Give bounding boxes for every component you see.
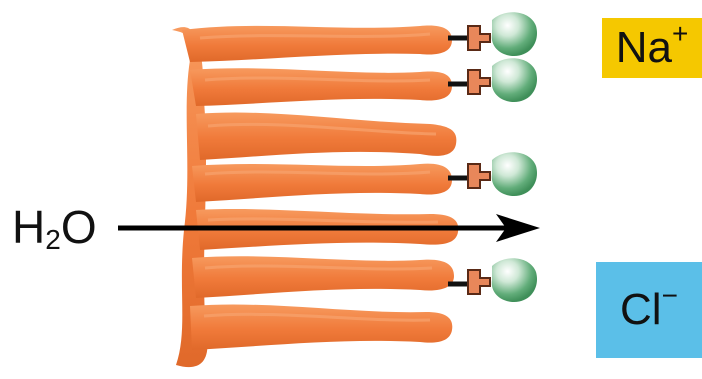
receptor-icon: [492, 152, 537, 196]
receptor-group-1: [448, 12, 537, 56]
receptor-icon: [492, 58, 537, 102]
sodium-label-sup: +: [672, 20, 688, 48]
chloride-label-sup: −: [662, 282, 678, 310]
receptor-icon: [492, 12, 537, 56]
sodium-label: Na+: [602, 18, 702, 78]
projection-3: [196, 113, 456, 160]
projection-4: [192, 164, 452, 202]
ion-channel-icon: [468, 70, 490, 94]
ion-channel-icon: [468, 164, 490, 188]
receptor-group-4: [448, 258, 537, 302]
water-label-base: H: [12, 201, 45, 253]
projection-6: [192, 256, 454, 298]
projection-2: [190, 68, 452, 106]
ion-channel-icon: [468, 270, 490, 294]
water-label-sub: 2: [45, 224, 61, 255]
sodium-label-base: Na: [616, 26, 672, 70]
projection-7: [190, 304, 452, 350]
projection-1: [182, 26, 452, 62]
chloride-label-base: Cl: [620, 288, 662, 332]
tissue-projections: [182, 26, 458, 350]
water-label: H2O: [12, 204, 97, 250]
ion-channel-icon: [468, 26, 490, 50]
water-label-end: O: [61, 201, 97, 253]
receptor-group-3: [448, 152, 537, 196]
receptor-group-2: [448, 58, 537, 102]
receptor-icon: [492, 258, 537, 302]
chloride-label: Cl−: [596, 262, 702, 358]
